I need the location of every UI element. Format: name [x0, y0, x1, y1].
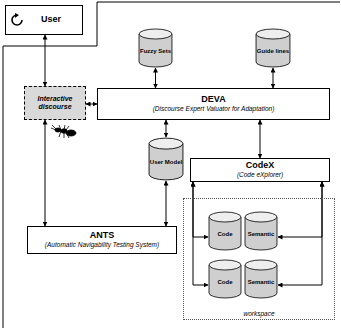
- database-cylinder: Semantic: [244, 259, 278, 299]
- connector-arrow: [166, 181, 167, 226]
- node-title: CodeX: [246, 161, 275, 171]
- connector-arrow: [45, 120, 46, 226]
- component-box: User: [5, 5, 83, 35]
- node-title: Code: [218, 273, 233, 286]
- node-title: User Model: [150, 153, 182, 166]
- component-box: ANTS(Automatic Navigability Testing Syst…: [27, 226, 177, 254]
- component-box: CodeX(Code eXplorer): [190, 158, 330, 182]
- component-box: DEVA(Discourse Expert Valuator for Adapt…: [97, 88, 330, 120]
- database-cylinder: Code: [208, 259, 242, 299]
- node-title: Semantic: [248, 273, 275, 286]
- workspace-region: workspaceCodeSemanticCodeSemantic: [183, 198, 335, 320]
- node-title: Code: [218, 225, 233, 238]
- connector-arrow: [260, 120, 261, 158]
- node-title: DEVA: [201, 95, 225, 105]
- node-subtitle: (Discourse Expert Valuator for Adaptatio…: [153, 105, 275, 112]
- node-title: Guide lines: [257, 42, 289, 55]
- connector-arrow: [166, 120, 167, 137]
- node-title: Semantic: [248, 225, 275, 238]
- node-title: ANTS: [90, 231, 115, 241]
- connector-arrow: [155, 68, 156, 88]
- connector-arrow: [278, 182, 322, 237]
- node-title: Interactive discourse: [25, 95, 85, 110]
- ant-icon: [51, 125, 76, 138]
- database-cylinder: Fuzzy Sets: [138, 28, 173, 68]
- connector-arrow: [193, 182, 208, 237]
- database-cylinder: Code: [208, 211, 242, 251]
- connector-arrow: [273, 68, 274, 88]
- connector-arrow: [45, 35, 46, 86]
- node-subtitle: (Automatic Navigability Testing System): [45, 241, 159, 248]
- database-cylinder: User Model: [148, 137, 184, 181]
- connector-arrow: [86, 104, 97, 105]
- node-title: User: [41, 15, 61, 25]
- node-subtitle: (Code eXplorer): [237, 171, 283, 178]
- node-title: Fuzzy Sets: [140, 42, 171, 55]
- database-cylinder: Semantic: [244, 211, 278, 251]
- node-title: workspace: [243, 310, 274, 317]
- user-icon: [10, 13, 24, 27]
- database-cylinder: Guide lines: [255, 28, 291, 68]
- component-box: Interactive discourse: [24, 86, 86, 120]
